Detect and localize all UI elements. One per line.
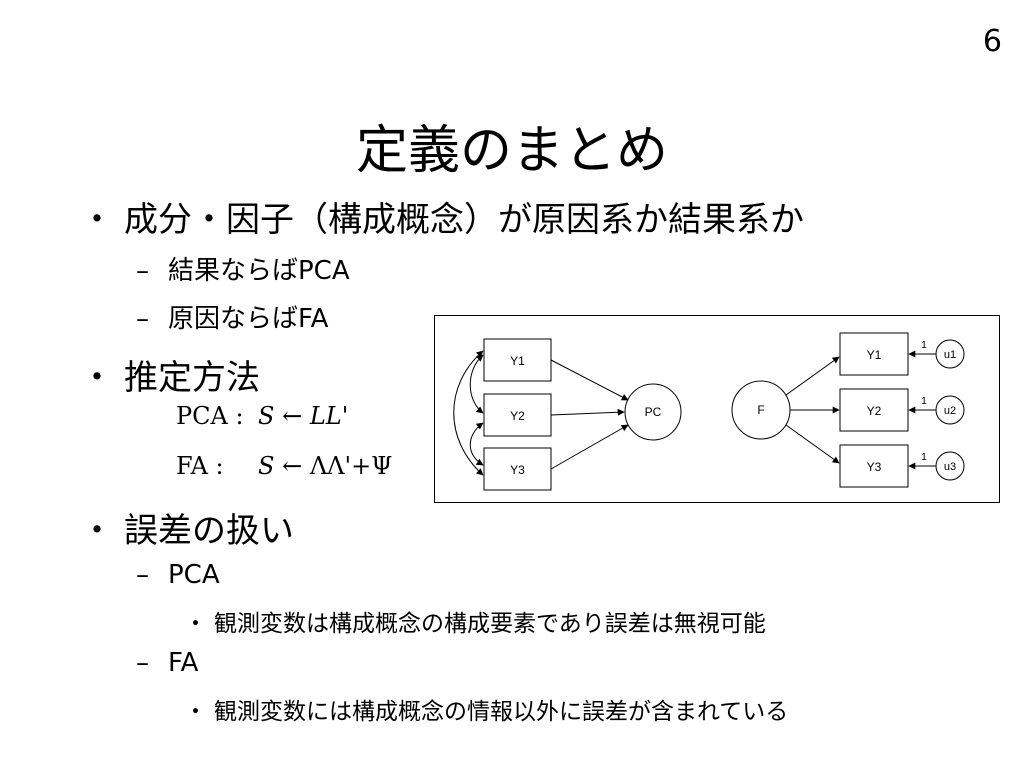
path-arrow	[550, 408, 625, 416]
sub-bullet-text: 結果ならばPCA	[168, 256, 350, 286]
formula-label: FA :	[176, 452, 224, 480]
dot-mark: ・	[184, 699, 207, 725]
loading-arrow	[785, 424, 840, 464]
bullet-text: 誤差の扱い	[124, 511, 294, 551]
sub-bullet-text: PCA	[168, 560, 220, 590]
fa-indicator-box	[839, 332, 909, 376]
pca-indicator-label: Y2	[510, 409, 525, 423]
detail-text: 観測変数は構成概念の構成要素であり誤差は無視可能	[214, 611, 766, 637]
error-label: u2	[944, 405, 956, 417]
sub-bullet-text: FA	[168, 648, 199, 678]
sub-bullet-cause-fa: –原因ならばFA	[136, 298, 328, 335]
page-number: 6	[982, 24, 1002, 59]
pca-indicator-box	[483, 338, 552, 382]
sub-bullet-text: 原因ならばFA	[168, 304, 329, 334]
pca-indicator-label: Y1	[510, 354, 525, 368]
formula-lhs: S	[258, 402, 275, 430]
covariance-arrow	[469, 422, 484, 466]
detail-fa: ・観測変数には構成概念の情報以外に誤差が含まれている	[184, 692, 788, 726]
formula-label: PCA :	[176, 402, 244, 430]
pc-label: PC	[645, 405, 662, 419]
diagram-frame	[434, 315, 1000, 503]
pc-circle	[624, 383, 682, 441]
formula-rhs: LL'	[309, 402, 349, 430]
covariance-arrow	[469, 354, 484, 414]
formula-arrow: ←	[282, 452, 303, 480]
error-loading-label: 1	[921, 340, 927, 351]
path-arrow	[550, 359, 629, 401]
fa-indicator-box	[839, 388, 909, 432]
formula-fa: FA : S ← ΛΛ'+Ψ	[176, 452, 392, 480]
bullet-mark: ・	[80, 511, 114, 551]
slide-title: 定義のまとめ	[355, 121, 668, 181]
detail-pca: ・観測変数は構成概念の構成要素であり誤差は無視可能	[184, 604, 766, 638]
covariance-arrow	[453, 350, 484, 476]
pca-model: Y1 Y2 Y3 PC	[453, 338, 682, 491]
dash-mark: –	[136, 560, 149, 590]
bullet-text: 推定方法	[124, 358, 260, 398]
sub-bullet-fa: –FA	[136, 648, 198, 678]
bullet-error-handling: ・誤差の扱い	[80, 503, 294, 552]
fa-indicator-label: Y1	[867, 348, 882, 362]
dash-mark: –	[136, 256, 149, 286]
bullet-cause-effect: ・成分・因子（構成概念）が原因系か結果系か	[80, 192, 804, 241]
dot-mark: ・	[184, 611, 207, 637]
formula-rhs: ΛΛ'+Ψ	[309, 452, 393, 480]
factor-label: F	[757, 403, 764, 417]
sub-bullet-result-pca: –結果ならばPCA	[136, 250, 350, 287]
formula-lhs: S	[258, 452, 275, 480]
fa-indicator-label: Y2	[867, 404, 882, 418]
loading-arrow	[785, 356, 840, 396]
error-loading-label: 1	[921, 452, 927, 463]
fa-indicator-box	[839, 444, 909, 488]
dash-mark: –	[136, 304, 149, 334]
error-label: u1	[944, 349, 956, 361]
bullet-mark: ・	[80, 200, 114, 240]
error-label: u3	[944, 461, 956, 473]
formula-pca: PCA : S ← LL'	[176, 402, 348, 430]
detail-text: 観測変数には構成概念の情報以外に誤差が含まれている	[214, 699, 789, 725]
dash-mark: –	[136, 648, 149, 678]
fa-model: F Y1 Y2 Y3 u1 u2 u3 1 1 1	[731, 332, 965, 488]
sub-bullet-pca: –PCA	[136, 560, 220, 590]
formula-arrow: ←	[282, 402, 303, 430]
error-loading-label: 1	[921, 396, 927, 407]
bullet-mark: ・	[80, 358, 114, 398]
pca-indicator-box	[483, 393, 552, 437]
fa-indicator-label: Y3	[867, 460, 882, 474]
path-diagram: Y1 Y2 Y3 PC F Y1 Y2 Y3 u1 u2 u3 1	[434, 315, 1000, 503]
pca-indicator-label: Y3	[510, 463, 525, 477]
path-arrow	[550, 424, 629, 470]
bullet-estimation-method: ・推定方法	[80, 350, 260, 399]
bullet-text: 成分・因子（構成概念）が原因系か結果系か	[124, 200, 804, 240]
